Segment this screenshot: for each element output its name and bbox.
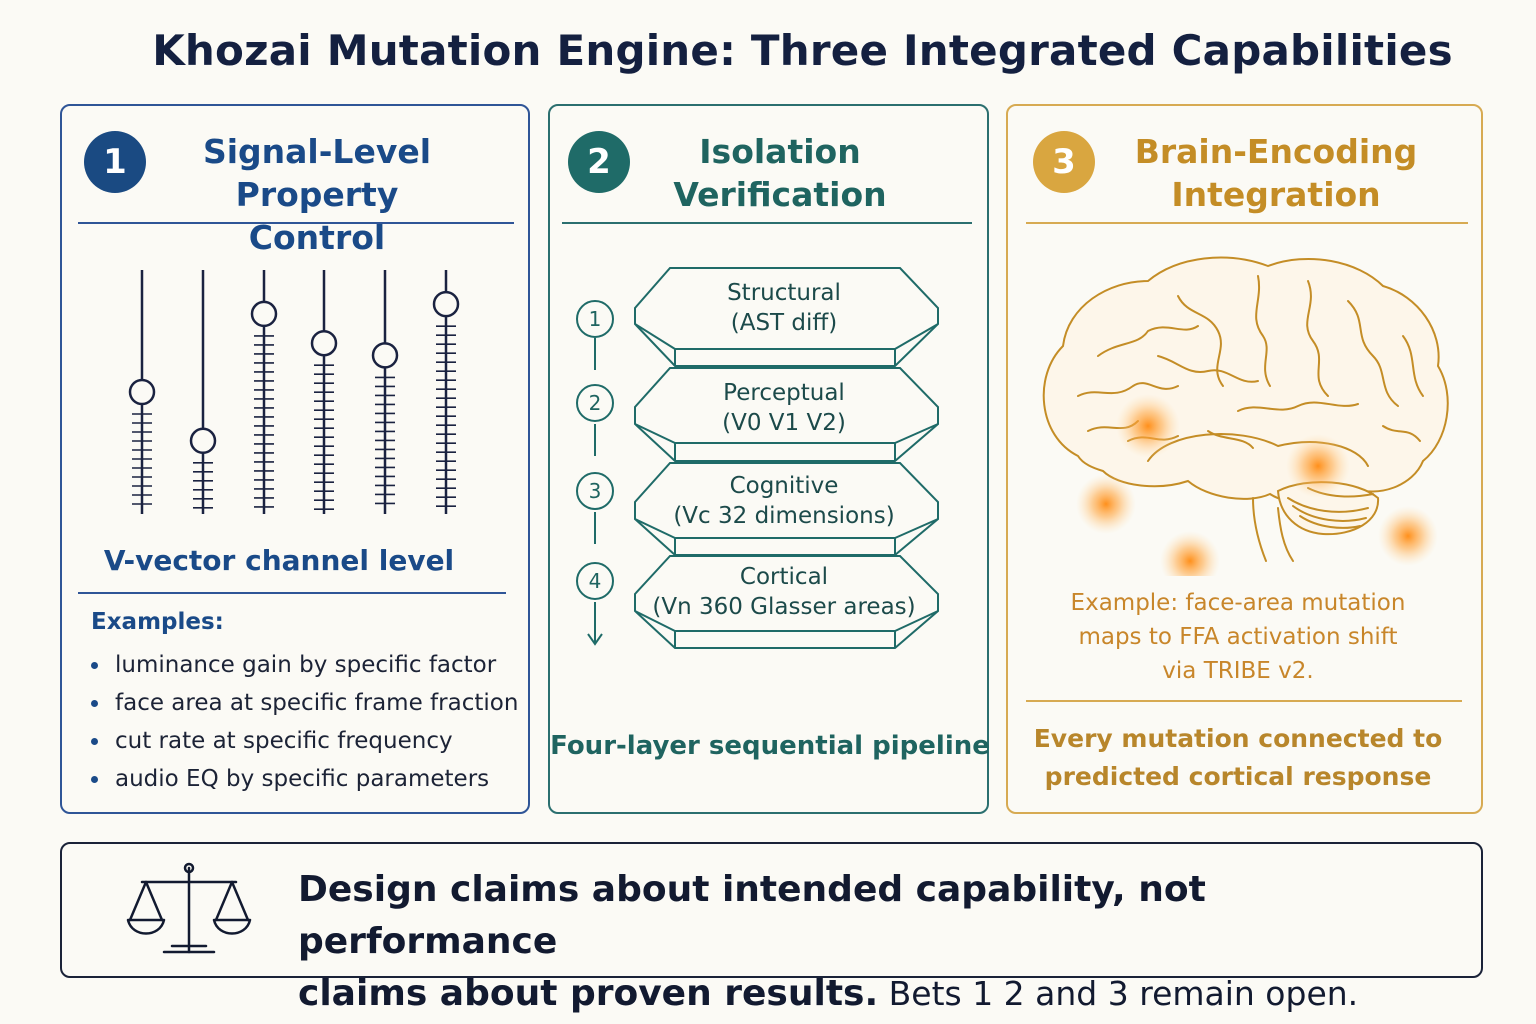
list-item: face area at specific frame fraction xyxy=(91,684,518,722)
panel-title: Isolation Verification xyxy=(650,130,910,216)
brain-icon xyxy=(1042,256,1449,576)
activation-hotspot xyxy=(1076,474,1136,534)
slider-knob xyxy=(250,300,278,328)
disclaimer-line2-plain: Bets 1 2 and 3 remain open. xyxy=(878,974,1359,1013)
pipeline-caption: Four-layer sequential pipeline xyxy=(550,731,990,761)
step-number: 1 xyxy=(589,307,602,331)
layer-detail: (Vc 32 dimensions) xyxy=(673,503,895,529)
disclaimer-line2-bold: claims about proven results. xyxy=(298,973,879,1014)
panel-title-line2: Verification xyxy=(673,175,887,214)
slider-channel xyxy=(432,270,460,514)
balance-scale-icon xyxy=(126,862,252,954)
panel-title: Signal-Level Property Control xyxy=(172,130,462,259)
ffa-example: Example: face-area mutation maps to FFA … xyxy=(1038,586,1438,688)
slider-knob xyxy=(432,290,460,318)
panel-title-line1: Isolation xyxy=(699,132,861,171)
layer-name: Structural xyxy=(727,280,841,306)
slider-icon xyxy=(128,270,460,514)
cortical-caption: Every mutation connected to predicted co… xyxy=(1028,720,1448,796)
examples-list: luminance gain by specific factor face a… xyxy=(91,646,518,798)
step-number: 2 xyxy=(589,391,602,415)
step-number: 4 xyxy=(589,569,602,593)
activation-hotspot xyxy=(1116,394,1180,458)
panel-isolation-verification: 2 Isolation Verification xyxy=(548,104,990,814)
divider xyxy=(78,592,506,594)
example-line: maps to FFA activation shift xyxy=(1078,624,1398,650)
panel-signal-level: 1 Signal-Level Property Control V-vector… xyxy=(60,104,530,814)
step-circle xyxy=(576,300,614,338)
layer-label-structural: Structural (AST diff) xyxy=(634,278,934,338)
number-badge-1: 1 xyxy=(84,131,146,193)
layer-structural xyxy=(634,267,939,367)
layer-name: Cortical xyxy=(739,564,829,590)
disclaimer-text: Design claims about intended capability,… xyxy=(298,864,1458,1020)
activation-hotspot xyxy=(1378,506,1438,566)
channel-caption: V-vector channel level xyxy=(103,544,455,577)
disclaimer-banner: Design claims about intended capability,… xyxy=(60,842,1483,1014)
layer-name: Cognitive xyxy=(729,473,839,499)
layer-detail: (Vn 360 Glasser areas) xyxy=(652,594,916,620)
activation-hotspot xyxy=(1160,531,1220,576)
slider-knob xyxy=(189,427,217,455)
page-title: Khozai Mutation Engine: Three Integrated… xyxy=(152,26,1453,75)
layer-label-perceptual: Perceptual (V0 V1 V2) xyxy=(634,378,934,438)
divider xyxy=(78,222,514,224)
slider-knob xyxy=(128,378,156,406)
panel-title-line2: Property Control xyxy=(235,175,399,257)
panel-title-line1: Signal-Level xyxy=(202,132,432,171)
slider-channel xyxy=(189,270,217,514)
layer-cognitive xyxy=(634,462,939,556)
panel-title: Brain-Encoding Integration xyxy=(1128,130,1424,216)
layer-perceptual xyxy=(634,367,939,462)
layer-name: Perceptual xyxy=(723,380,845,406)
disclaimer-line1: Design claims about intended capability,… xyxy=(298,869,1206,962)
slider-knob xyxy=(310,329,338,357)
list-item: audio EQ by specific parameters xyxy=(91,760,518,798)
panel-brain-encoding: 3 Brain-Encoding Integration xyxy=(1006,104,1483,814)
list-item: luminance gain by specific factor xyxy=(91,646,518,684)
step-circle xyxy=(576,472,614,510)
panel-title-line1: Brain-Encoding xyxy=(1134,132,1418,171)
example-line: via TRIBE v2. xyxy=(1162,658,1314,684)
layer-label-cognitive: Cognitive (Vc 32 dimensions) xyxy=(634,471,934,531)
caption-line: predicted cortical response xyxy=(1044,762,1432,791)
layer-cortical xyxy=(634,555,939,649)
panel-title-line2: Integration xyxy=(1171,175,1381,214)
examples-heading: Examples: xyxy=(91,609,224,635)
step-circle xyxy=(576,384,614,422)
number-badge-3: 3 xyxy=(1033,131,1095,193)
divider xyxy=(1026,222,1468,224)
activation-hotspot xyxy=(1286,434,1350,498)
slider-channel xyxy=(250,270,278,514)
arrow-down-icon xyxy=(587,633,603,646)
layer-detail: (AST diff) xyxy=(730,310,838,336)
slider-channel xyxy=(310,270,338,514)
pipeline-diagram: 1 2 3 4 xyxy=(576,267,939,649)
list-item: cut rate at specific frequency xyxy=(91,722,518,760)
slider-channel xyxy=(128,270,156,514)
step-number: 3 xyxy=(589,479,602,503)
slider-channel xyxy=(371,270,399,514)
layer-detail: (V0 V1 V2) xyxy=(722,410,846,436)
caption-line: Every mutation connected to xyxy=(1033,724,1443,753)
divider xyxy=(1026,700,1462,702)
number-badge-2: 2 xyxy=(568,131,630,193)
example-line: Example: face-area mutation xyxy=(1070,590,1406,616)
slider-knob xyxy=(371,342,399,369)
divider xyxy=(562,222,972,224)
step-circle xyxy=(576,562,614,600)
layer-label-cortical: Cortical (Vn 360 Glasser areas) xyxy=(634,562,934,622)
